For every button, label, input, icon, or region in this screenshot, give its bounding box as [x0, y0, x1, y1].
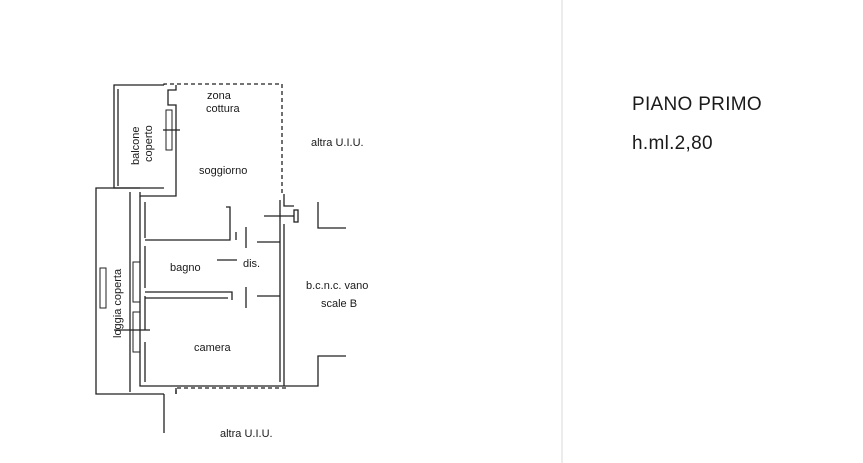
label-altra-bottom: altra U.I.U.: [220, 428, 273, 440]
label-camera: camera: [194, 342, 232, 354]
floor-title: PIANO PRIMO: [632, 94, 762, 115]
label-scale: scale B: [321, 298, 357, 310]
label-zona: zona: [207, 90, 232, 102]
label-altra-top: altra U.I.U.: [311, 137, 364, 149]
ceiling-height: h.ml.2,80: [632, 133, 713, 154]
label-balcone: balcone: [130, 126, 142, 165]
label-cottura: cottura: [206, 103, 241, 115]
walls: [95, 84, 346, 433]
label-soggiorno: soggiorno: [199, 165, 247, 177]
label-dis: dis.: [243, 258, 260, 270]
label-loggia: loggia coperta: [112, 268, 124, 338]
property-boundary: [163, 83, 286, 394]
label-bcnc: b.c.n.c. vano: [306, 280, 368, 292]
label-coperto: coperto: [143, 125, 155, 162]
label-bagno: bagno: [170, 262, 201, 274]
